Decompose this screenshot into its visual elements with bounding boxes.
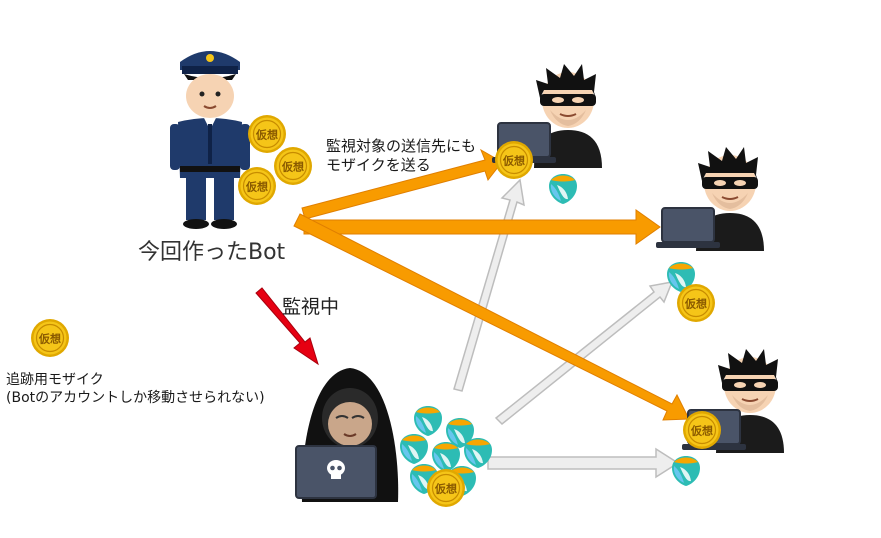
gray-arrow-to-thief3	[487, 447, 680, 479]
virtual-coin-icon	[426, 468, 466, 508]
nem-logo-icon	[414, 406, 442, 436]
skull-icon	[327, 460, 345, 479]
orange-arrow-to-thief1	[301, 148, 503, 220]
send-label-line1: 監視対象の送信先にも	[326, 137, 477, 155]
legend-line1: 追跡用モザイク	[6, 372, 104, 388]
watching-label: 監視中	[282, 296, 340, 318]
red-arrow-watching	[255, 287, 319, 366]
send-mosaic-label: 監視対象の送信先にも モザイクを送る	[326, 137, 476, 175]
nem-logo-icon	[400, 434, 428, 464]
virtual-coin-icon	[247, 114, 287, 154]
laptop-icon	[655, 207, 721, 249]
legend-text: 追跡用モザイク (Botのアカウントしか移動させられない)	[6, 371, 265, 407]
send-label-line2: モザイクを送る	[326, 156, 431, 174]
orange-arrow-to-thief2	[303, 209, 661, 245]
bot-label: 今回作ったBot	[138, 240, 286, 265]
virtual-coin-icon	[676, 283, 716, 323]
virtual-coin-icon	[682, 410, 722, 450]
nem-logo-icon	[549, 174, 577, 204]
gray-arrow-up-thief1	[453, 178, 525, 392]
legend-line2: (Botのアカウントしか移動させられない)	[6, 390, 265, 406]
virtual-coin-icon	[273, 146, 313, 186]
orange-arrow-to-thief3	[293, 213, 690, 421]
nem-logo-icon	[672, 456, 700, 486]
gray-arrow-to-thief2	[494, 281, 674, 426]
virtual-coin-icon	[494, 140, 534, 180]
virtual-coin-icon	[237, 166, 277, 206]
police-officer-icon	[170, 51, 250, 229]
virtual-coin-icon	[30, 318, 70, 358]
